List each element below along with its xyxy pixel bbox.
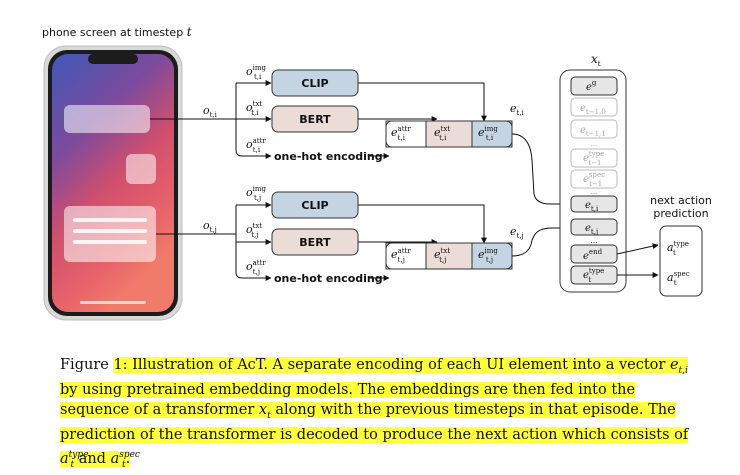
e-ti-label: et,i [510,102,525,117]
token-e-ti [570,195,618,213]
token-e-tj [570,218,618,236]
bert-label-j: BERT [299,236,331,249]
svg-text:et−1,1: et−1,1 [580,125,606,138]
svg-text:eend: eend [583,248,603,262]
bert-label-i: BERT [299,113,331,126]
caption-highlight: 1: Illustration of AcT. A separate encod… [60,357,689,470]
phone-label: phone screen at timestep t [42,25,192,39]
clip-label-j: CLIP [301,199,328,212]
token-prev-spec [570,169,618,189]
clip-label-i: CLIP [301,77,328,90]
onehot-label-i: one-hot encoding [274,150,383,163]
prediction-title-2: prediction [653,207,708,220]
phone-screen [52,54,174,312]
svg-text:eg: eg [586,79,597,93]
figure-caption: Figure 1: Illustration of AcT. A separat… [60,357,689,470]
svg-text:et−1,0: et−1,0 [580,103,606,116]
token-e-g [570,76,618,96]
token-prev-1 [570,119,618,139]
e-tj-label: et,j [510,225,524,240]
prediction-box [659,225,703,297]
ui-element-j [64,206,156,262]
phone-notch [88,54,138,64]
dots-2: ... [591,188,598,196]
prediction-title-1: next action [650,194,712,207]
o-tj-label: ot,j [203,219,217,234]
ui-element-i [64,105,150,133]
home-indicator [80,301,146,304]
onehot-label-j: one-hot encoding [274,272,383,285]
ui-element-widget [126,154,156,184]
phone [43,45,183,321]
svg-text:et,j: et,j [585,223,598,236]
dots-3: ... [591,237,598,245]
transformer-title: xt [591,52,601,68]
token-prev-type [570,148,618,168]
arrow-end-to-type [616,243,659,255]
dots-1: ... [591,140,598,148]
svg-text:et,i: et,i [585,200,599,213]
o-ti-label: ot,i [203,104,218,119]
token-prev-0 [570,97,618,117]
